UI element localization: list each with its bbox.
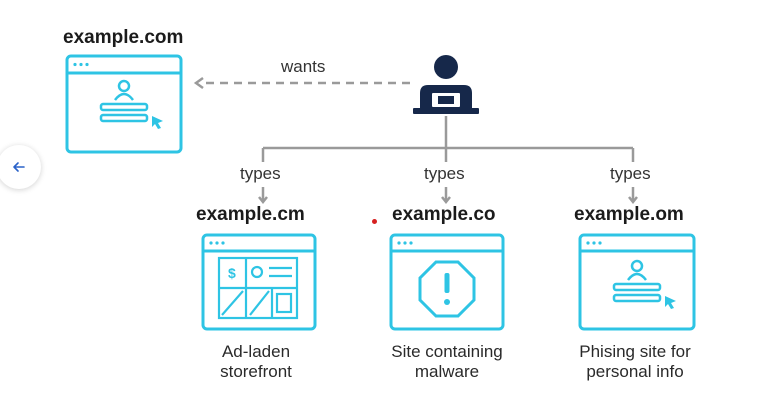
wants-label: wants xyxy=(281,57,326,76)
branch-3-domain-label: example.om xyxy=(574,204,684,225)
login-page-icon xyxy=(99,79,163,129)
branch-2-relation-label: types xyxy=(424,164,465,183)
red-dot-marker xyxy=(372,219,377,224)
person-at-laptop-icon xyxy=(413,55,479,114)
arrow-left-icon xyxy=(13,162,25,172)
branch-1-domain-label: example.cm xyxy=(196,204,305,225)
branch-2-caption-line-2: malware xyxy=(414,362,480,381)
branch-3-caption-line-1: Phising site for xyxy=(579,342,691,361)
branch-2-domain-label: example.co xyxy=(392,204,496,225)
branch-2-caption: Site containing malware xyxy=(357,342,537,382)
malware-warning-icon xyxy=(418,260,476,318)
svg-text:$: $ xyxy=(228,265,236,281)
branch-3-relation-label: types xyxy=(610,164,651,183)
branch-3-caption-line-2: personal info xyxy=(586,362,684,381)
malware-window xyxy=(389,233,505,331)
phishing-window xyxy=(578,233,696,331)
branch-1-caption: Ad-laden storefront xyxy=(166,342,346,382)
tree-connectors xyxy=(258,116,638,205)
branch-1-caption-line-2: storefront xyxy=(220,362,292,381)
target-window xyxy=(65,54,183,154)
branch-2-caption-line-1: Site containing xyxy=(391,342,503,361)
branch-1-caption-line-1: Ad-laden xyxy=(221,342,291,361)
wants-arrow xyxy=(193,76,410,90)
phishing-login-icon xyxy=(612,259,676,309)
storefront-window xyxy=(201,233,317,331)
branch-3-caption: Phising site for personal info xyxy=(545,342,725,382)
back-button[interactable] xyxy=(0,145,41,189)
storefront-page-icon: $ xyxy=(217,256,299,320)
branch-1-relation-label: types xyxy=(240,164,281,183)
target-domain-label: example.com xyxy=(63,27,184,48)
